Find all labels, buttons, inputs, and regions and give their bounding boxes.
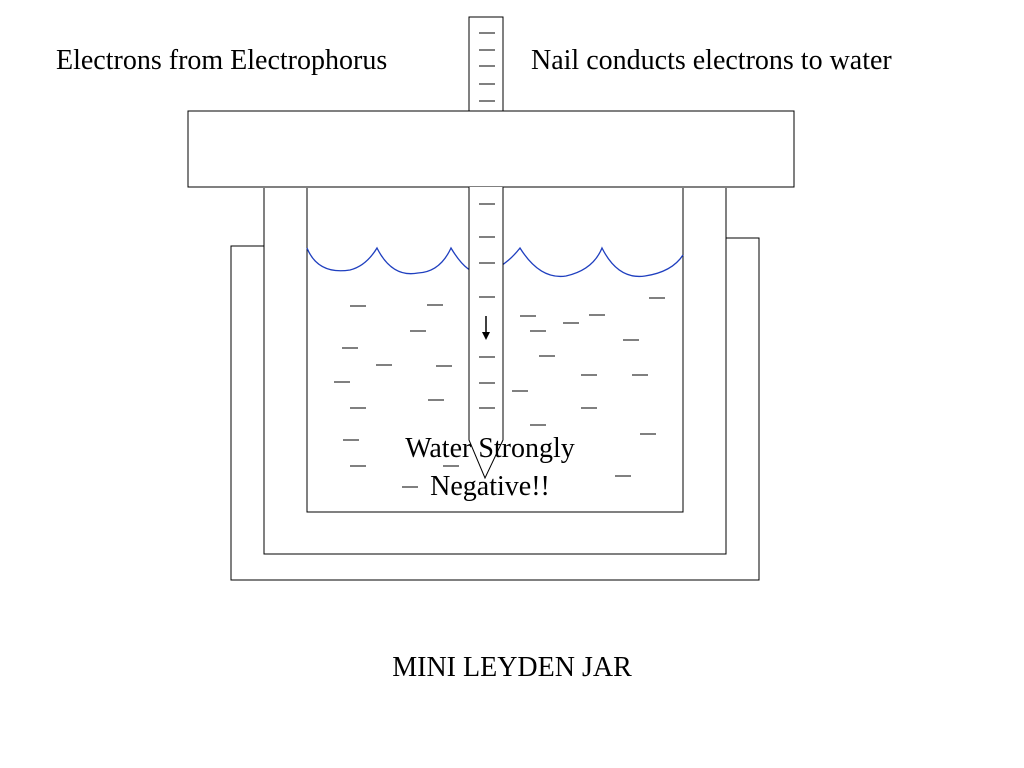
down-arrow-icon [482, 316, 490, 340]
jar-lid [187, 110, 795, 188]
negative-charges [334, 32, 665, 488]
jar-wall [263, 188, 727, 555]
inner-container [306, 188, 684, 513]
nail-label: Nail conducts electrons to water [531, 45, 892, 76]
water-negative-label: Water Strongly Negative!! [405, 433, 575, 502]
diagram-caption: MINI LEYDEN JAR [392, 652, 632, 683]
outer-foil [230, 237, 760, 581]
electrophorus-label: Electrons from Electrophorus [56, 45, 388, 76]
nail-top [468, 16, 504, 112]
